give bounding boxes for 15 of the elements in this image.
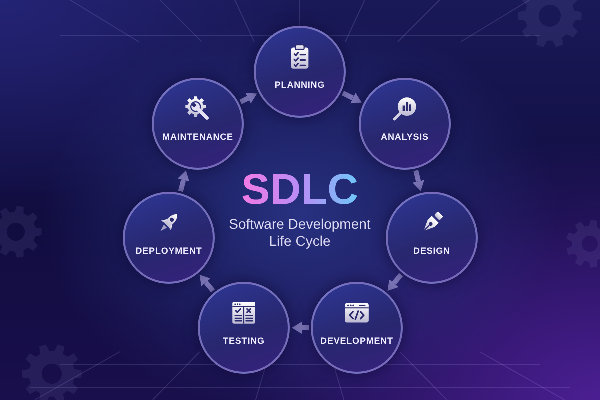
stage-label: TESTING (223, 336, 265, 347)
stage-label: DEPLOYMENT (136, 246, 202, 257)
stage-label: DESIGN (414, 246, 450, 257)
arrow (200, 274, 216, 293)
stage-label: DEVELOPMENT (320, 336, 394, 347)
stage-label: MAINTENANCE (162, 132, 234, 143)
arrow (388, 273, 404, 292)
stage-label: PLANNING (274, 80, 326, 91)
stage-label: ANALYSIS (381, 132, 429, 143)
arrow (342, 91, 362, 104)
arrow (240, 93, 258, 104)
arrow (292, 322, 309, 334)
arrow (178, 170, 190, 192)
arrow (412, 170, 424, 192)
subtitle: Software Development Life Cycle (228, 216, 372, 250)
